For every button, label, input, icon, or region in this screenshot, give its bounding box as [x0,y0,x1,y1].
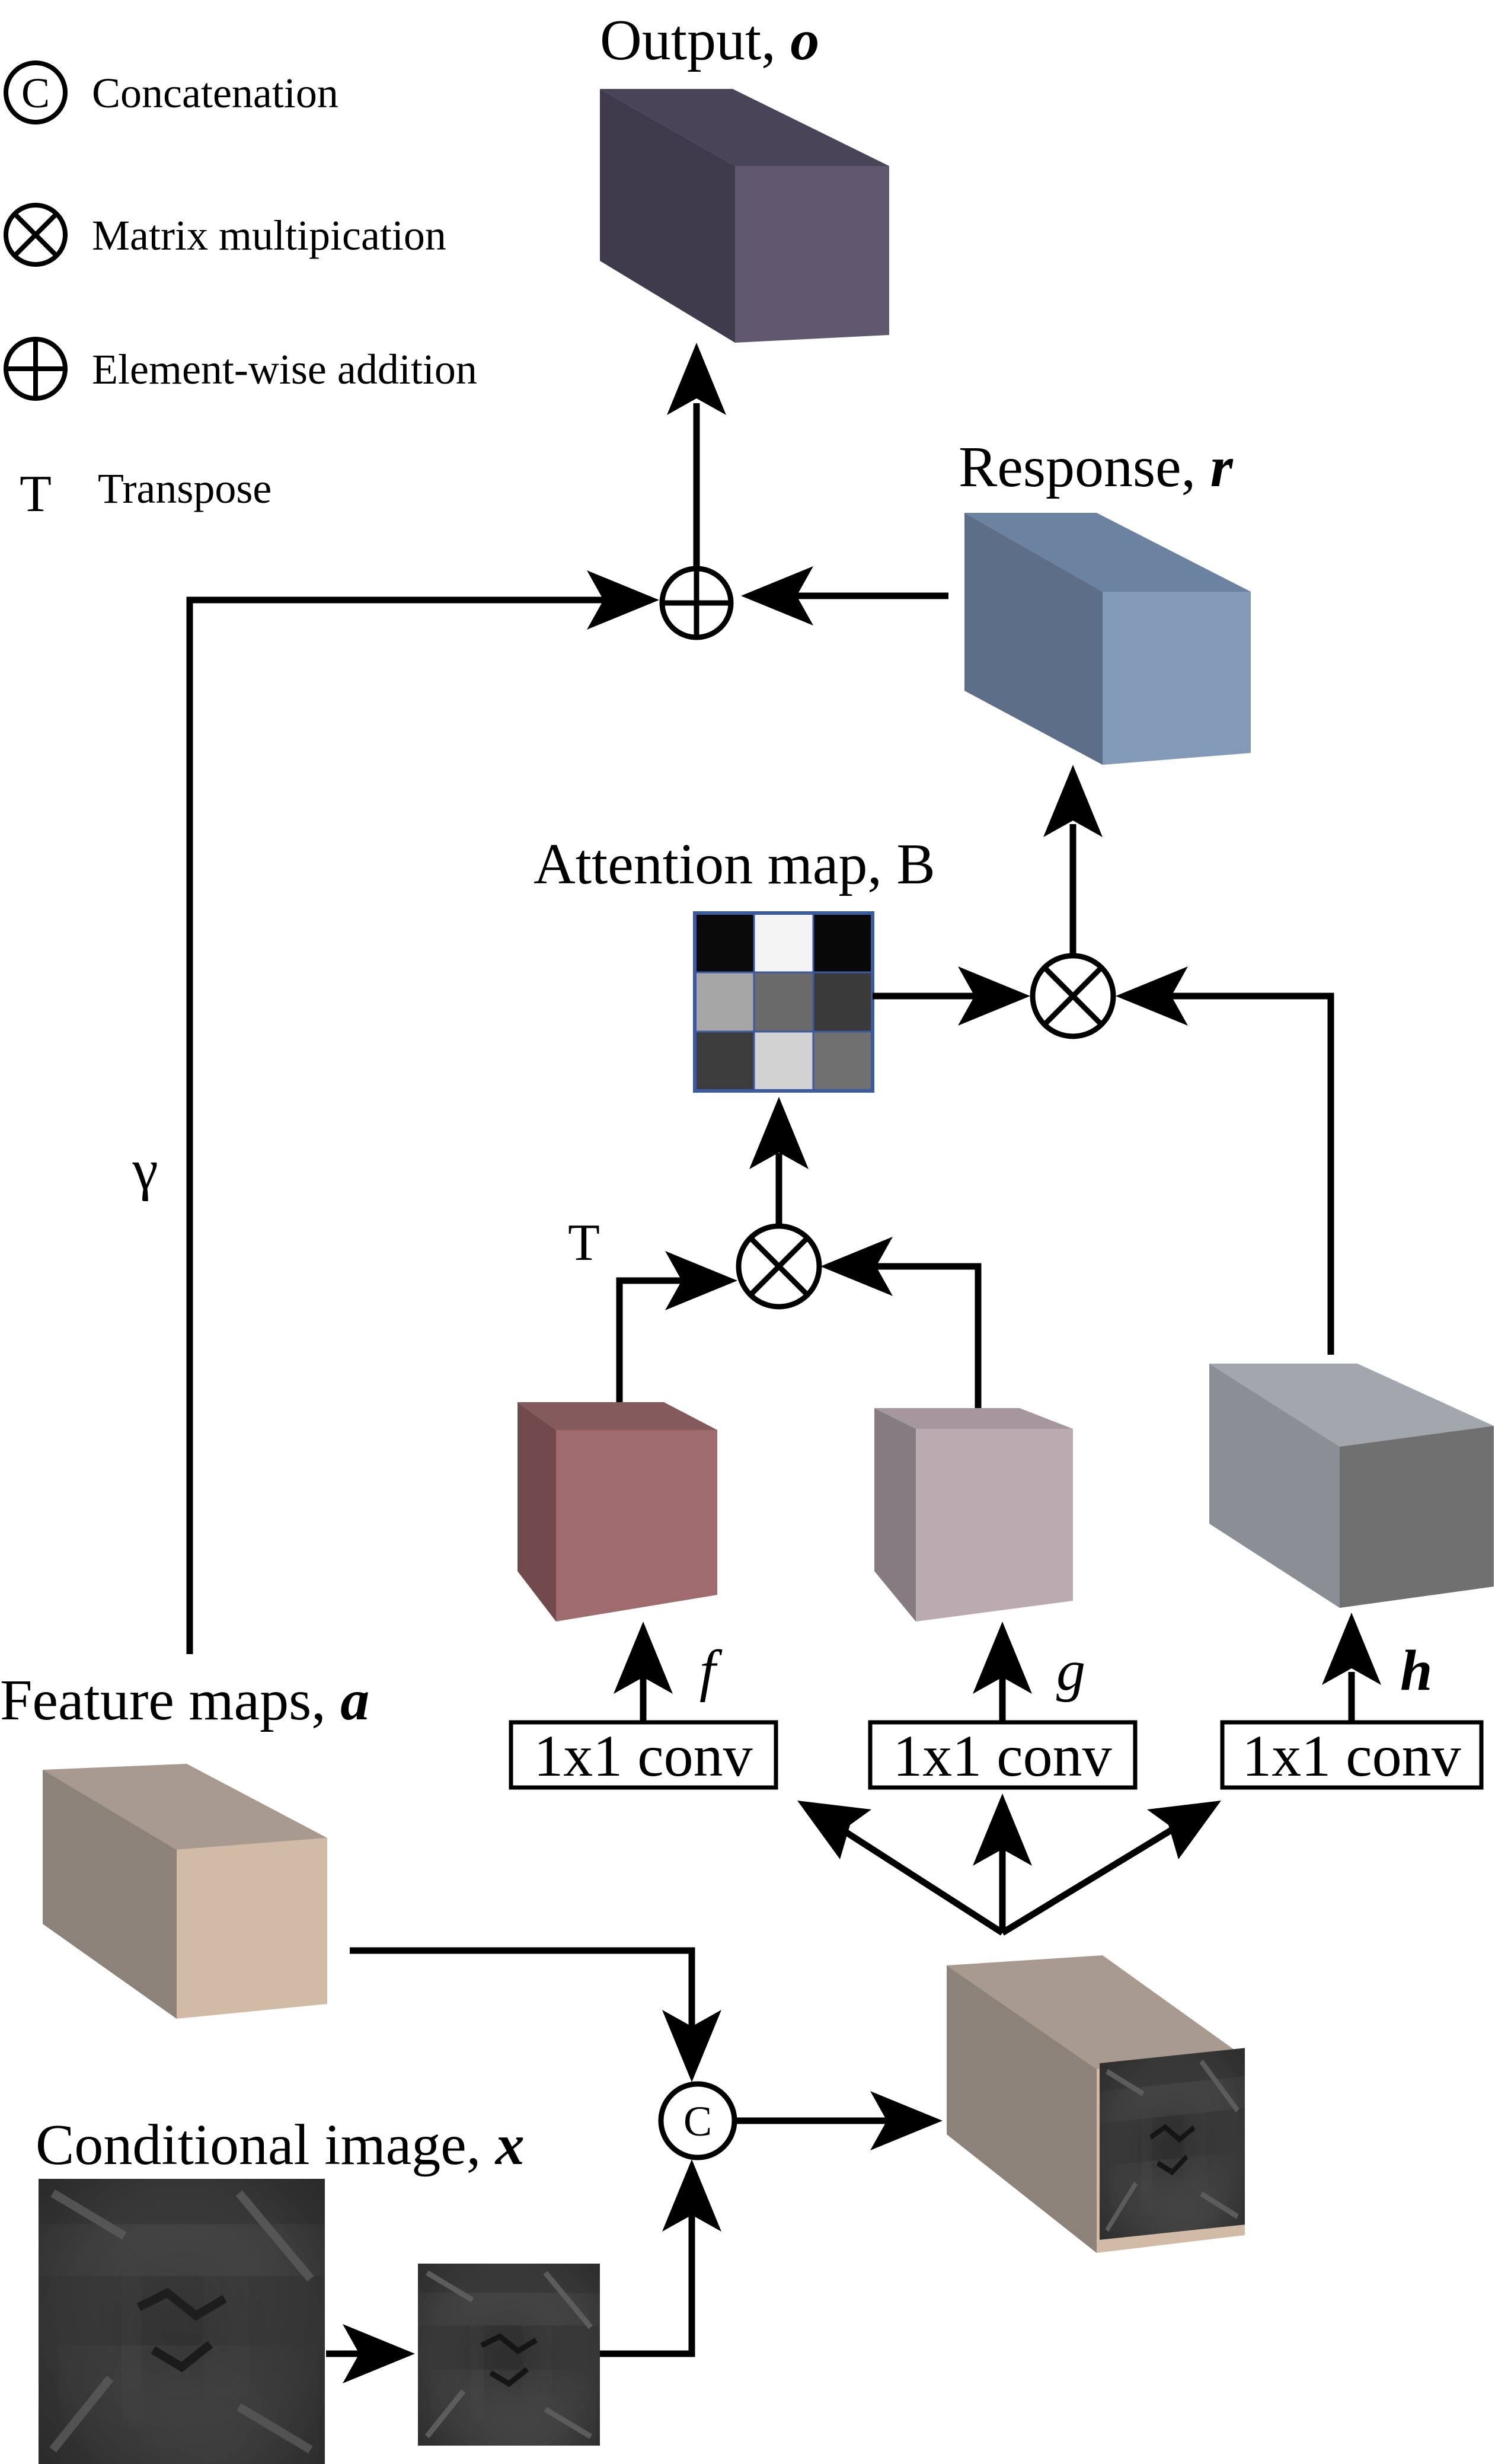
output-top-face [600,89,889,166]
attention-cell [694,971,755,1033]
g-cube-top [874,1408,1073,1429]
concat-cube-top [947,1955,1245,2069]
concat-node-symbol: C [683,2098,712,2145]
arrowhead-conv-to-g [973,1622,1032,1694]
matmul-legend-icon [4,203,68,267]
h-cube [1209,1364,1494,1608]
h-cube-top [1209,1364,1494,1447]
arrowhead-conv-to-f [614,1622,673,1694]
attention-cell [812,912,874,974]
arrowhead-conv-to-h [1322,1613,1381,1685]
concatenated-cuboid [947,1955,1245,2253]
g-cube-side [874,1408,916,1622]
arrowhead-g-to-matmul [820,1237,893,1296]
arrowhead-response-to-add [741,566,813,625]
conv-box-g: 1x1 conv [868,1720,1138,1790]
arrowhead-to-conv-f [797,1801,871,1859]
arrowheads [343,343,1381,2383]
h-cube-front [1340,1426,1494,1608]
attention-cell [694,1030,755,1092]
attention-cell [812,1030,874,1092]
concat-edge-image [1100,2048,1245,2240]
attention-map-grid [693,911,874,1093]
response-side-face [964,513,1103,765]
output-side-face [600,89,735,343]
attention-map-border [693,911,874,1093]
conv-box-h-label: 1x1 conv [1242,1723,1461,1789]
g-label: g [1056,1639,1085,1703]
feature-maps-cuboid [43,1764,327,2019]
feature-front-face [177,1838,327,2019]
arrowhead-gamma-to-add [587,570,659,630]
transpose-label: T [568,1214,600,1272]
arrowhead-feature-to-concat [662,2010,721,2082]
response-top-face [964,513,1251,592]
arrowhead-to-conv-h [1147,1801,1221,1859]
f-cube-side [518,1402,556,1622]
arrowhead-to-response [1043,765,1103,837]
matmul-node-response [1030,953,1116,1039]
arrowhead-h-to-matmul [1116,966,1188,1026]
conv-box-h: 1x1 conv [1220,1720,1484,1790]
conditional-image-large [39,2179,325,2464]
conditional-image-small [418,2264,600,2446]
h-label: h [1400,1639,1433,1703]
add-legend-icon [4,337,68,401]
transpose-legend-label: Transpose [98,465,271,512]
response-cuboid [964,513,1251,765]
concat-legend-symbol: C [21,69,50,117]
add-legend-label: Element-wise addition [92,346,477,393]
concatenation-node: C [658,2081,737,2160]
f-label: f [699,1639,723,1703]
h-cube-side [1209,1364,1340,1608]
response-front-face [1103,592,1251,765]
arrowhead-to-attention [749,1097,809,1169]
concat-legend-label: Concatenation [92,69,338,117]
arrowhead-large-to-small [343,2324,415,2383]
feature-side-face [43,1770,177,2019]
response-label: Response, r [959,435,1234,499]
arrowhead-to-conv-g [973,1793,1032,1866]
transpose-legend-symbol: T [20,465,52,523]
attention-cell [753,1030,814,1092]
connectors [186,403,1355,2357]
gamma-label: γ [132,1138,158,1202]
f-cube [518,1402,717,1622]
matmul-legend-label: Matrix multipication [92,212,446,259]
feature-top-face [43,1764,327,1850]
f-cube-front [556,1430,717,1622]
attention-cell [753,971,814,1033]
output-label: Output, o [600,8,819,72]
attention-cell [694,912,755,974]
g-cube-front [916,1429,1073,1622]
attention-map-label: Attention map, B [534,832,935,896]
arrowhead-f-to-matmul [665,1251,737,1310]
g-cube [874,1408,1073,1622]
f-cube-top [518,1402,717,1430]
feature-maps-label: Feature maps, a [0,1668,369,1732]
arrowhead-attention-to-matmul [958,966,1030,1026]
output-front-face [735,166,889,343]
arrowhead-to-output [667,343,726,415]
legend: C Concatenation Matrix multipication Ele… [4,60,477,523]
concat-legend-icon [4,60,68,125]
arrowhead-image-to-concat [662,2159,721,2232]
element-wise-add-node [659,566,734,640]
conv-box-f: 1x1 conv [509,1720,778,1790]
attention-cell [812,971,874,1033]
conv-box-f-label: 1x1 conv [534,1723,752,1789]
output-cuboid [600,89,889,343]
arrowhead-concat-to-cuboid [870,2091,943,2150]
attention-cell [753,912,814,974]
matmul-node-attention [736,1223,822,1310]
conditional-image-label: Conditional image, x [36,2113,525,2177]
concat-cube-side [947,1965,1097,2253]
conv-box-g-label: 1x1 conv [893,1723,1111,1789]
